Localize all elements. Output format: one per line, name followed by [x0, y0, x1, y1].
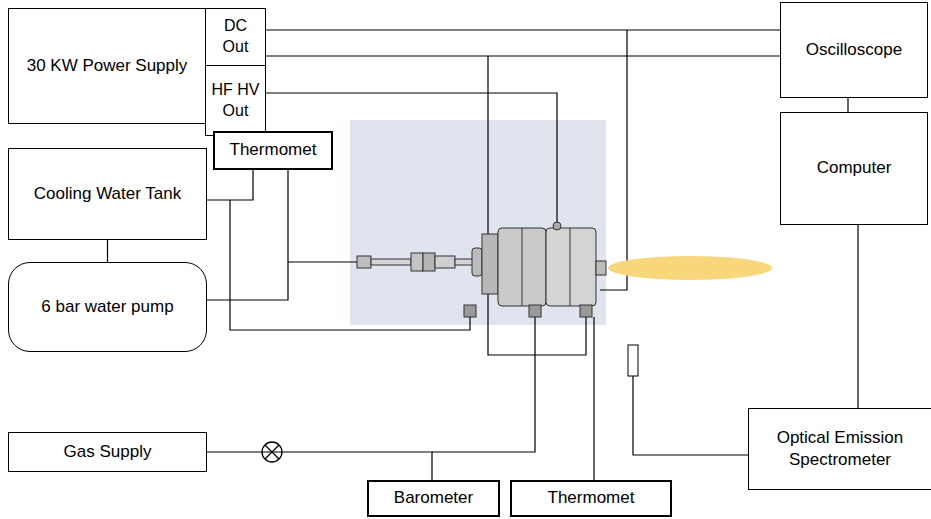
node-label: Thermomet [226, 139, 321, 161]
instrument-box: Computer [780, 112, 928, 225]
fiber-line [633, 376, 748, 455]
supply-box: Gas Supply [8, 432, 207, 472]
torch-body [357, 222, 606, 317]
node-label: Cooling Water Tank [30, 183, 185, 205]
wire-connector [207, 170, 288, 300]
wires [230, 30, 748, 480]
node-label: Computer [813, 157, 896, 179]
node-label: 30 KW Power Supply [23, 55, 192, 77]
node-label: Gas Supply [60, 441, 156, 463]
dc-wire [488, 56, 586, 355]
wire-connector [847, 98, 848, 112]
thermometer-box: Thermomet [213, 131, 333, 170]
dc-wire [600, 30, 627, 290]
wire-connector [266, 55, 780, 56]
power-supply-box: 30 KW Power Supply DC Out HF HV Out [8, 8, 262, 124]
output-port-box: DC Out [205, 8, 266, 66]
node-label: Oscilloscope [802, 39, 906, 61]
node-label: Barometer [390, 487, 477, 509]
output-port-box: HF HV Out [205, 65, 266, 136]
wire-connector [207, 170, 253, 200]
node-label: Optical Emission Spectrometer [749, 427, 931, 471]
node-label: 6 bar water pump [37, 296, 177, 318]
gas-line [432, 317, 535, 452]
tank-box: Cooling Water Tank [8, 148, 207, 240]
thermometer-box: Thermomet [510, 480, 672, 517]
spectrometer-box: Optical Emission Spectrometer [748, 408, 931, 490]
instrument-box: Oscilloscope [780, 2, 928, 98]
node-label: HF HV Out [206, 80, 265, 122]
sensor-wire [593, 317, 594, 480]
barometer-box: Barometer [367, 480, 500, 517]
wire-connector [857, 225, 858, 408]
pump-box: 6 bar water pump [8, 262, 207, 352]
node-label: Thermomet [544, 487, 639, 509]
water-pipe [230, 200, 470, 330]
torch-backdrop [350, 120, 606, 325]
node-label: DC Out [206, 16, 265, 58]
optical-probe [628, 345, 638, 376]
wire-connector [107, 240, 108, 262]
water-pipe [288, 261, 357, 262]
wire-connector [266, 29, 780, 30]
plasma-jet [608, 256, 772, 280]
wire-connector [207, 452, 432, 480]
